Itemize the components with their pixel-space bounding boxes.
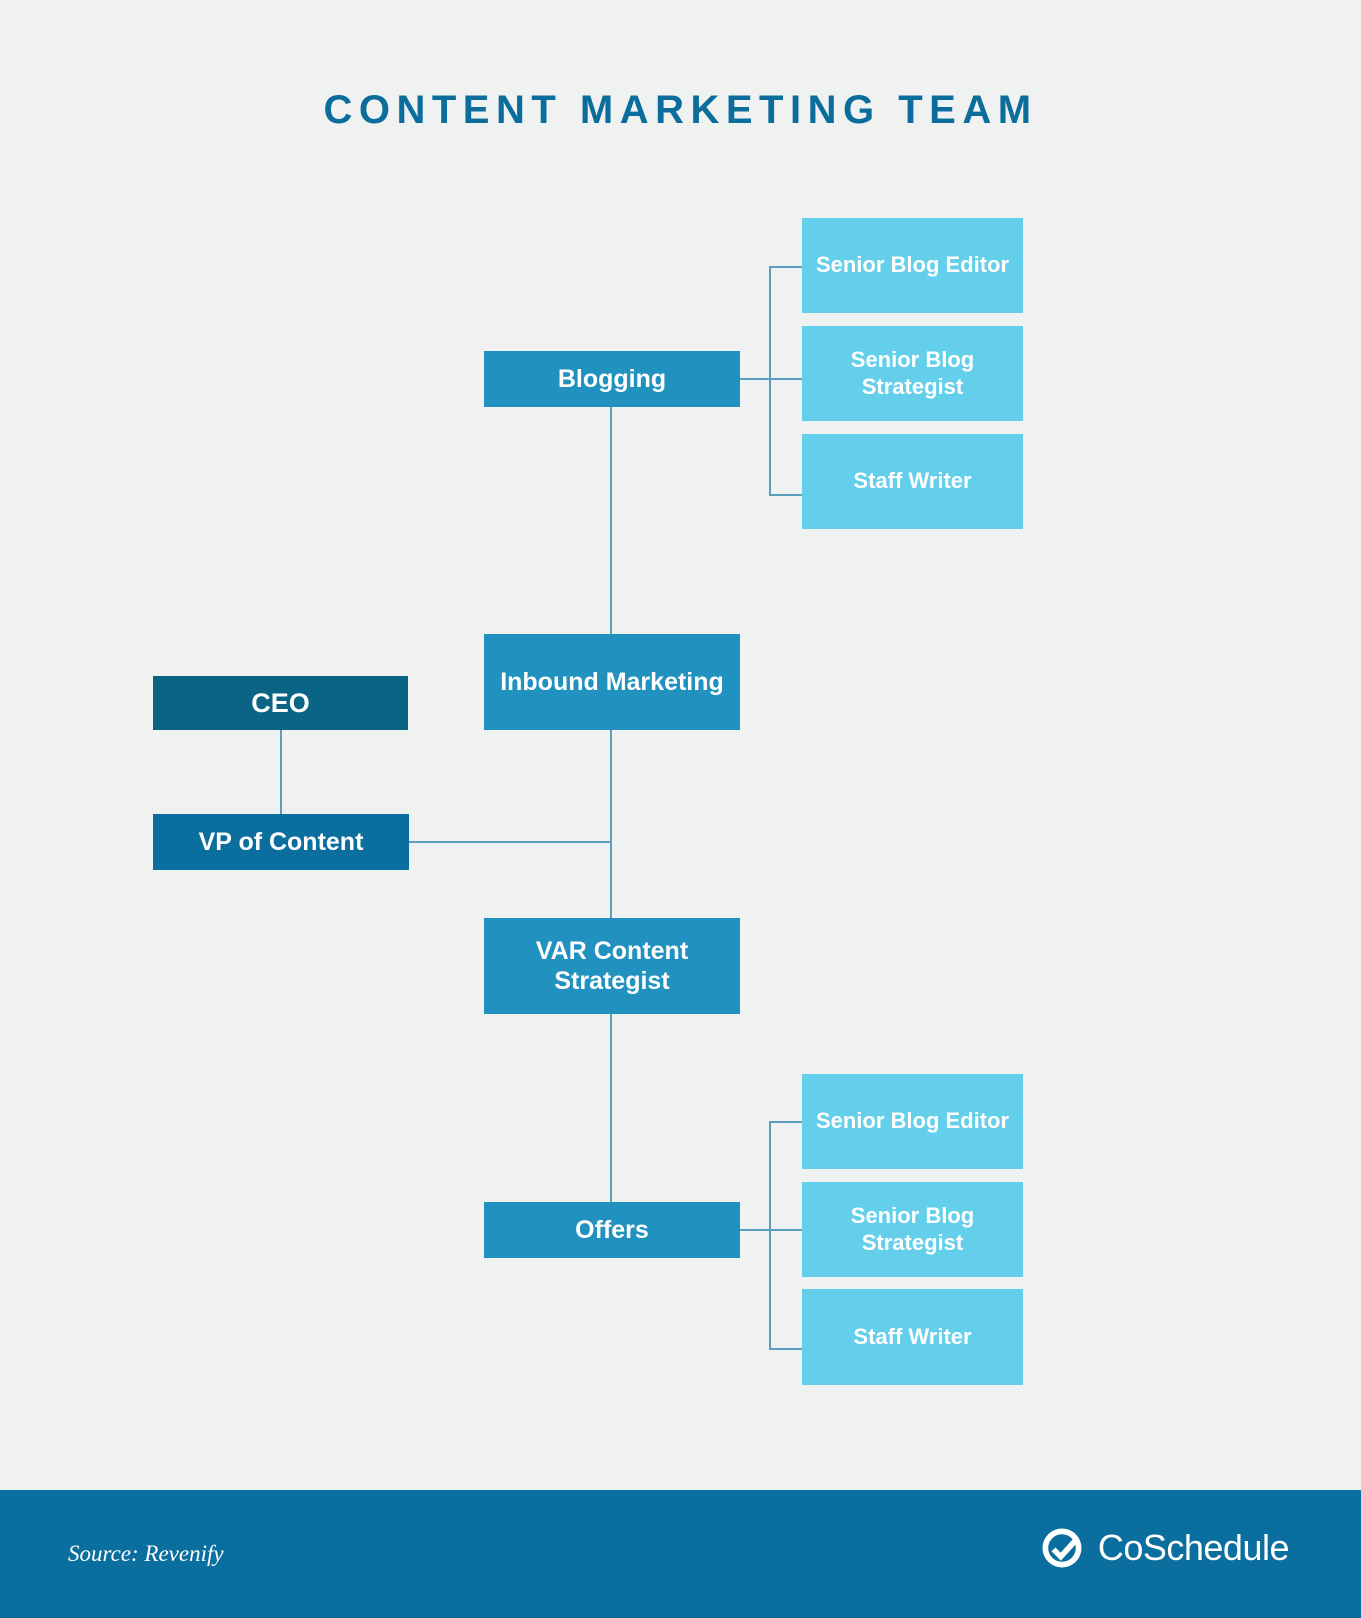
connector-offers-branch-2: [769, 1229, 803, 1231]
node-offers-label: Offers: [575, 1215, 649, 1244]
node-offers-report-1[interactable]: Senior Blog Editor: [802, 1074, 1023, 1169]
node-blogging-report-3-label: Staff Writer: [853, 468, 972, 494]
node-inbound-marketing[interactable]: Inbound Marketing: [484, 634, 740, 730]
node-var-content-strategist-label: VAR Content Strategist: [535, 936, 689, 996]
page-title: CONTENT MARKETING TEAM: [323, 88, 1038, 132]
node-blogging-report-2[interactable]: Senior Blog Strategist: [802, 326, 1023, 421]
node-var-content-strategist[interactable]: VAR Content Strategist: [484, 918, 740, 1014]
node-blogging[interactable]: Blogging: [484, 351, 740, 407]
coschedule-logo[interactable]: CoSchedule: [1040, 1526, 1290, 1570]
connector-offers-bracket: [769, 1121, 771, 1350]
node-inbound-marketing-label: Inbound Marketing: [500, 667, 724, 696]
connector-main-spine: [610, 730, 612, 918]
footer-band: Source: Revenify CoSchedule: [0, 1490, 1361, 1618]
node-blogging-report-3[interactable]: Staff Writer: [802, 434, 1023, 529]
check-circle-icon: [1040, 1526, 1084, 1570]
node-blogging-report-1-label: Senior Blog Editor: [815, 252, 1010, 278]
node-ceo[interactable]: CEO: [153, 676, 408, 730]
connector-blogging-bracket: [769, 266, 771, 496]
node-offers[interactable]: Offers: [484, 1202, 740, 1258]
connector-offers-branch-3: [769, 1348, 803, 1350]
source-attribution: Source: Revenify: [68, 1541, 224, 1566]
connector-vp-to-spine: [409, 841, 612, 843]
node-vp-of-content[interactable]: VP of Content: [153, 814, 409, 870]
node-offers-report-2-label: Senior Blog Strategist: [850, 1202, 975, 1255]
node-offers-report-2[interactable]: Senior Blog Strategist: [802, 1182, 1023, 1277]
node-blogging-report-1[interactable]: Senior Blog Editor: [802, 218, 1023, 313]
connector-ceo-to-vp: [280, 730, 282, 814]
node-blogging-report-2-label: Senior Blog Strategist: [850, 346, 975, 399]
connector-blogging-branch-2: [769, 378, 803, 380]
node-ceo-label: CEO: [251, 687, 310, 718]
node-offers-report-3-label: Staff Writer: [853, 1323, 972, 1349]
connector-var-to-offers: [610, 1014, 612, 1202]
connector-blogging-to-inbound: [610, 407, 612, 634]
connector-offers-branch-1: [769, 1121, 803, 1123]
node-blogging-label: Blogging: [557, 364, 667, 393]
connector-blogging-branch-3: [769, 494, 803, 496]
node-offers-report-1-label: Senior Blog Editor: [815, 1108, 1010, 1134]
node-offers-report-3[interactable]: Staff Writer: [802, 1289, 1023, 1385]
node-vp-of-content-label: VP of Content: [198, 827, 364, 856]
connector-blogging-branch-1: [769, 266, 803, 268]
coschedule-wordmark: CoSchedule: [1097, 1527, 1290, 1568]
